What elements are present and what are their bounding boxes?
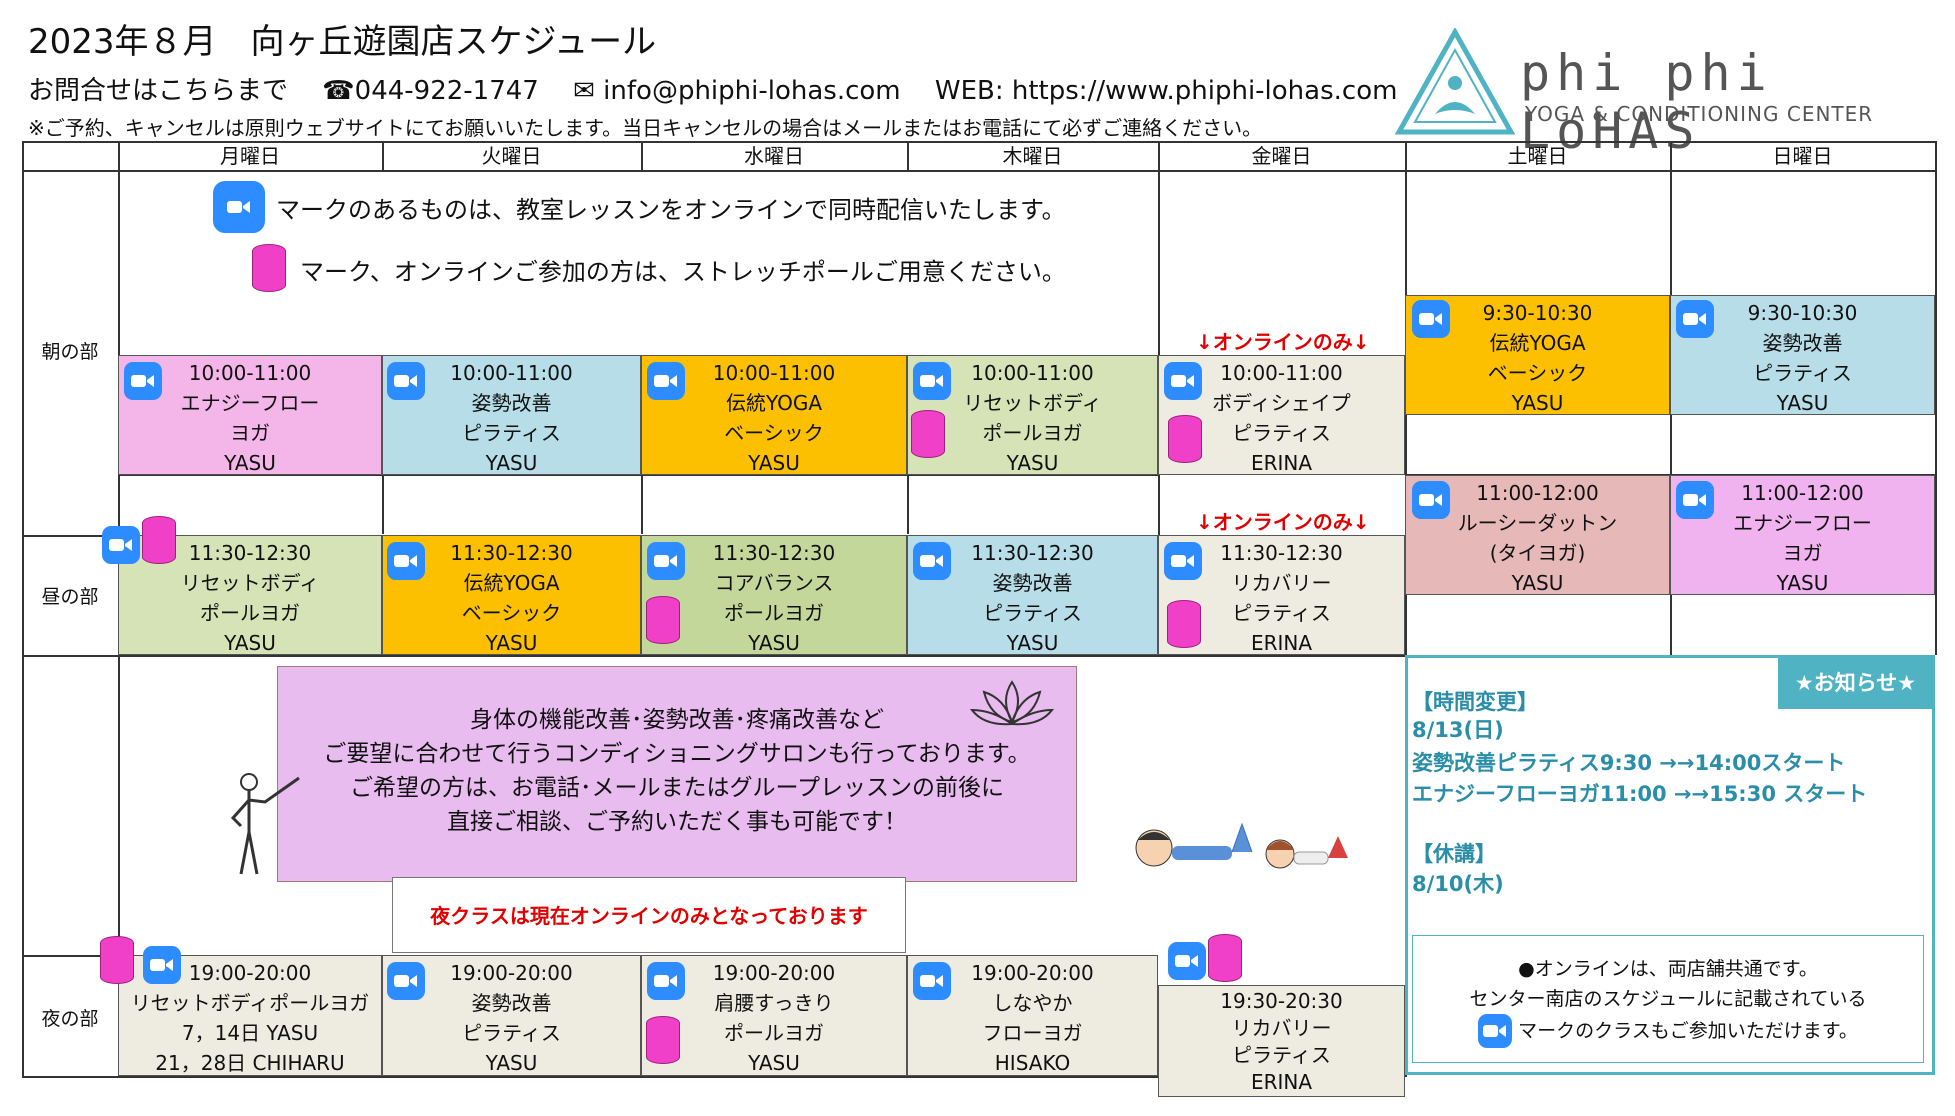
contact-line: お問合せはこちらまで ☎044-922-1747 ✉ info@phiphi-l…	[28, 70, 1423, 107]
stretch-pole-icon	[646, 596, 680, 644]
zoom-icon	[387, 542, 425, 580]
grid-line	[382, 141, 384, 171]
notice-heading: 【時間変更】	[1412, 690, 1538, 714]
stretch-pole-icon	[1168, 415, 1202, 463]
notice-change: 姿勢改善ピラティス9:30 →→14:00スタート	[1412, 751, 1846, 775]
phone-number[interactable]: ☎044-922-1747	[322, 76, 539, 106]
zoom-icon	[647, 542, 685, 580]
notice-heading: 【休講】	[1412, 842, 1496, 866]
logo-subtitle: YOGA & CONDITIONING CENTER	[1525, 102, 1874, 126]
online-only-label: ↓オンラインのみ↓	[1196, 330, 1370, 354]
notice-date: 8/10(木)	[1412, 872, 1504, 896]
zoom-icon	[647, 962, 685, 1000]
day-header: 日曜日	[1772, 144, 1833, 168]
grid-line	[22, 955, 118, 957]
zoom-icon	[1412, 300, 1450, 338]
zoom-icon	[102, 526, 140, 564]
grid-line	[907, 474, 909, 534]
day-header: 土曜日	[1507, 144, 1568, 168]
grid-line	[22, 141, 24, 1077]
mannequin-figure	[230, 773, 300, 875]
notice-badge: ★お知らせ★	[1778, 657, 1933, 709]
online-only-label: ↓オンラインのみ↓	[1196, 510, 1370, 534]
legend-pole: マーク、オンラインご参加の方は、ストレッチポールご用意ください。	[300, 258, 1066, 286]
day-header: 金曜日	[1251, 144, 1312, 168]
stretch-pole-icon	[1167, 600, 1201, 648]
zoom-icon	[1412, 481, 1450, 519]
zoom-icon	[647, 362, 685, 400]
grid-line	[22, 535, 118, 537]
day-header: 水曜日	[744, 144, 804, 168]
row-label-night: 夜の部	[41, 1008, 99, 1030]
grid-line	[22, 655, 1405, 657]
grid-line	[641, 141, 643, 171]
zoom-icon	[913, 542, 951, 580]
stretch-pole-icon	[100, 936, 134, 984]
row-label-morning: 朝の部	[41, 341, 99, 363]
stretch-pole-icon	[1208, 934, 1242, 982]
zoom-icon	[913, 362, 951, 400]
shared-online-note: ●オンラインは、両店舗共通です。 センター南店のスケジュールに記載されている マ…	[1412, 935, 1924, 1063]
email-link[interactable]: ✉ info@phiphi-lohas.com	[573, 76, 901, 106]
day-header: 火曜日	[481, 144, 542, 168]
zoom-icon	[143, 946, 181, 984]
day-header: 木曜日	[1002, 144, 1063, 168]
zoom-icon	[124, 362, 162, 400]
stretch-pole-icon	[646, 1016, 680, 1064]
page-title: 2023年８月 向ヶ丘遊園店スケジュール	[28, 22, 657, 62]
zoom-icon	[1676, 300, 1714, 338]
grid-line	[382, 474, 384, 534]
zoom-icon	[1676, 481, 1714, 519]
contact-label: お問合せはこちらまで	[28, 76, 289, 106]
grid-line	[22, 170, 1935, 172]
notice-date: 8/13(日)	[1412, 718, 1504, 742]
stretch-pole-icon	[252, 244, 286, 292]
grid-line	[22, 1076, 1405, 1078]
zoom-icon	[913, 962, 951, 1000]
zoom-icon	[387, 362, 425, 400]
zoom-icon	[387, 962, 425, 1000]
zoom-icon	[213, 181, 265, 233]
stretching-people-illustration	[1135, 822, 1348, 869]
grid-line	[1935, 141, 1937, 655]
zoom-icon	[1168, 942, 1206, 980]
cancel-note: ※ご予約、キャンセルは原則ウェブサイトにてお願いいたします。当日キャンセルの場合…	[28, 116, 1263, 140]
web-link[interactable]: WEB: https://www.phiphi-lohas.com	[934, 76, 1398, 106]
day-header: 月曜日	[220, 144, 280, 168]
notice-panel	[1405, 655, 1935, 1075]
grid-line	[22, 141, 1935, 143]
grid-line	[641, 474, 643, 534]
stretch-pole-icon	[142, 516, 176, 564]
night-online-only-note: 夜クラスは現在オンラインのみとなっております	[392, 877, 906, 953]
logo-icon	[1395, 28, 1515, 135]
stretch-pole-icon	[911, 410, 945, 458]
zoom-icon	[1164, 542, 1202, 580]
legend-zoom: マークのあるものは、教室レッスンをオンラインで同時配信いたします。	[276, 196, 1066, 224]
logo-name: phi phi LoHAS	[1520, 44, 1773, 160]
zoom-icon	[1164, 362, 1202, 400]
row-label-noon: 昼の部	[41, 586, 99, 608]
lotus-icon	[970, 680, 1054, 726]
conditioning-salon-notice: 身体の機能改善･姿勢改善･疼痛改善など ご要望に合わせて行うコンディショニングサ…	[277, 666, 1077, 882]
notice-change: エナジーフローヨガ11:00 →→15:30 スタート	[1412, 782, 1868, 806]
grid-line	[907, 141, 909, 171]
grid-line	[1405, 141, 1407, 1077]
zoom-icon	[1478, 1014, 1513, 1048]
